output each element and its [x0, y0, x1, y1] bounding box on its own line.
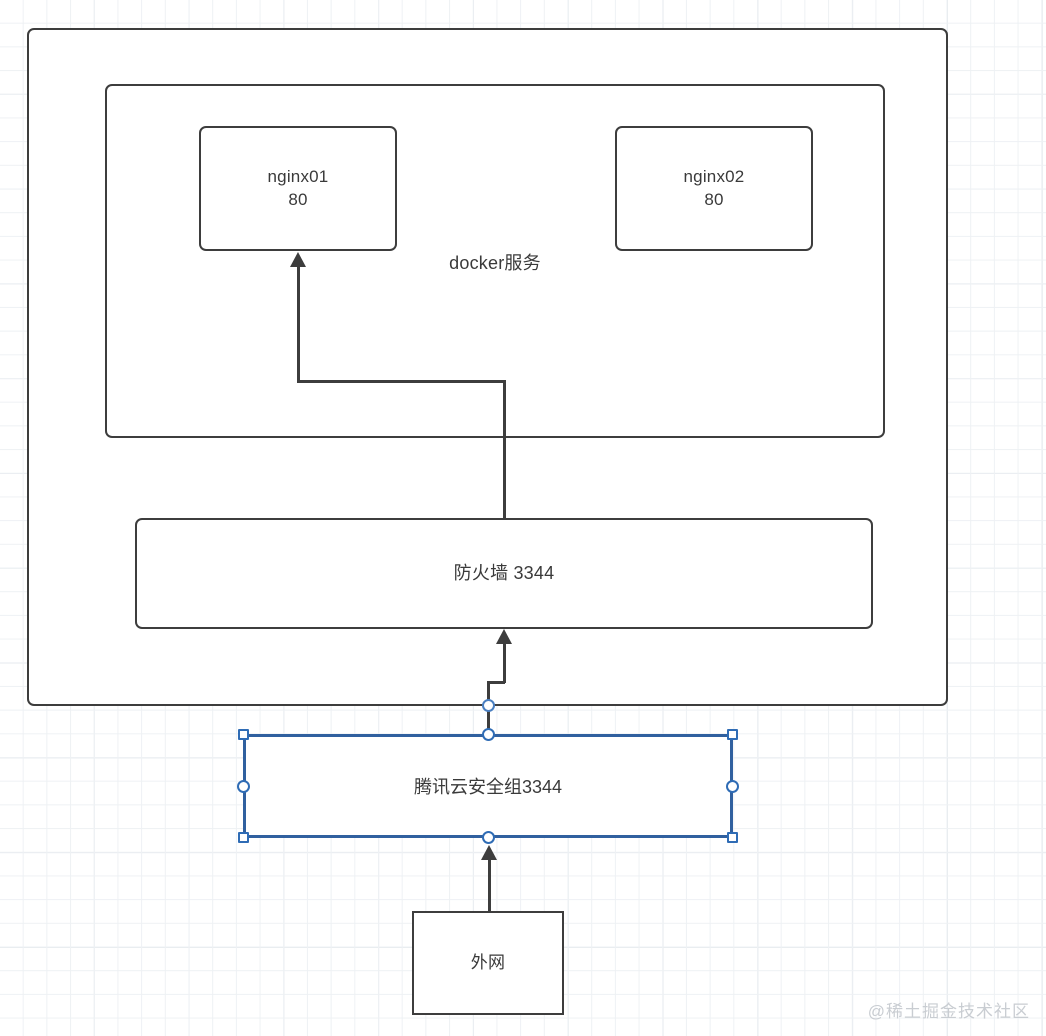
selection-handle-bottom-left[interactable] — [238, 832, 249, 843]
connector-external-to-securitygroup-segment-vertical — [487, 858, 491, 913]
node-external-network-text: 外网 — [470, 952, 506, 972]
node-nginx01-text: nginx01 80 — [267, 166, 329, 209]
watermark: @稀土掘金技术社区 — [867, 1002, 1030, 1021]
connector-securitygroup-to-firewall-arrowhead — [496, 629, 512, 644]
connector-securitygroup-to-firewall-segment-jog — [487, 681, 505, 684]
connector-firewall-to-nginx01-arrowhead — [290, 252, 306, 267]
selection-handle-bottom-right[interactable] — [727, 832, 738, 843]
node-tencent-security-group-text: 腾讯云安全组3344 — [413, 777, 563, 797]
node-external-network[interactable]: 外网 — [412, 911, 564, 1015]
selection-handle-top-left[interactable] — [238, 729, 249, 740]
connector-securitygroup-to-firewall-segment-vertical-upper — [502, 642, 506, 683]
connector-external-to-securitygroup-arrowhead — [481, 845, 497, 860]
selection-handle-middle-right[interactable] — [726, 779, 739, 793]
node-firewall-text: 防火墙 3344 — [453, 563, 555, 584]
node-tencent-security-group[interactable]: 腾讯云安全组3344 — [243, 734, 733, 838]
selection-handle-top-right[interactable] — [727, 729, 738, 740]
node-nginx01[interactable]: nginx01 80 — [199, 126, 397, 251]
connector-firewall-to-nginx01-segment-vertical-upper — [296, 265, 300, 382]
selection-handle-bottom-center[interactable] — [481, 831, 495, 844]
node-nginx02-text: nginx02 80 — [683, 166, 745, 209]
connector-waypoint-handle[interactable] — [481, 699, 495, 712]
selection-handle-middle-left[interactable] — [237, 779, 250, 793]
selection-handle-top-center[interactable] — [481, 728, 495, 741]
docker-service-label: docker服务 — [380, 243, 610, 283]
connector-firewall-to-nginx01-segment-horizontal — [296, 380, 506, 383]
connector-firewall-to-nginx01-segment-vertical-lower — [502, 380, 506, 519]
node-nginx02[interactable]: nginx02 80 — [615, 126, 813, 251]
docker-service-label-text: docker服务 — [449, 252, 541, 273]
node-firewall[interactable]: 防火墙 3344 — [135, 518, 873, 629]
